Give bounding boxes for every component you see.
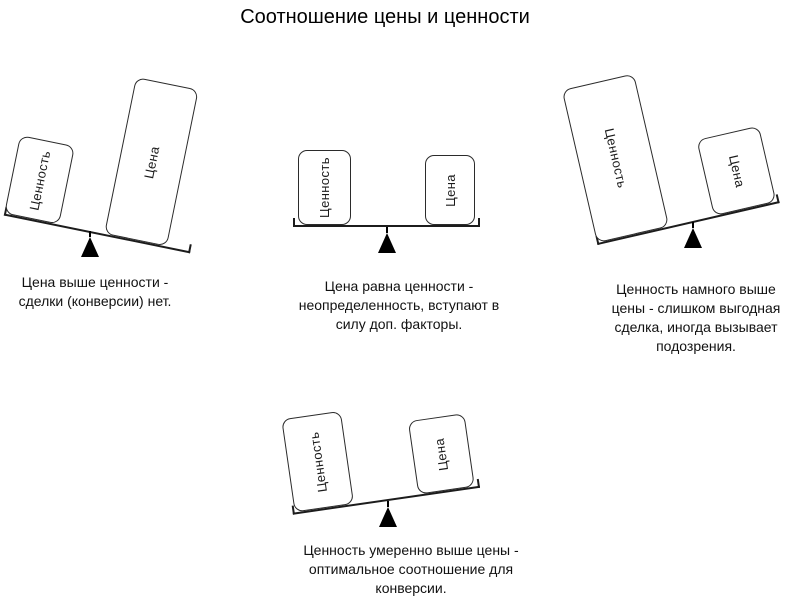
caption-line: цены - слишком выгодная xyxy=(611,300,781,316)
fulcrum-stem xyxy=(387,501,389,507)
fulcrum-triangle-icon xyxy=(378,233,396,253)
price-label: Цена xyxy=(442,173,458,207)
value-label: Ценность xyxy=(26,148,53,212)
caption-value-moderately-above-price: Ценность умеренно выше цены - оптимально… xyxy=(266,541,556,597)
price-block: Цена xyxy=(407,413,475,495)
price-block: Цена xyxy=(425,155,475,225)
fulcrum-stem xyxy=(386,227,388,233)
price-block: Цена xyxy=(696,125,777,217)
value-label: Ценность xyxy=(601,126,630,190)
caption-line: подозрения. xyxy=(656,338,736,354)
caption-line: неопределенность, вступают в xyxy=(298,297,500,313)
value-block: Ценность xyxy=(4,135,75,225)
value-block: Ценность xyxy=(281,410,355,513)
diagram-title: Соотношение цены и ценности xyxy=(240,6,530,28)
caption-price-above-value: Цена выше ценности - сделки (конверсии) … xyxy=(0,273,190,311)
price-label: Цена xyxy=(725,153,748,189)
value-block: Ценность xyxy=(298,150,351,225)
caption-line: оптимальное соотношение для xyxy=(308,561,514,577)
scale-price-above-value: Ценность Цена xyxy=(3,54,223,254)
caption-price-equals-value: Цена равна ценности - неопределенность, … xyxy=(270,277,528,334)
price-label: Цена xyxy=(140,144,163,180)
scale-value-moderately-above-price: Ценность Цена xyxy=(279,393,481,515)
caption-value-far-above-price: Ценность намного выше цены - слишком выг… xyxy=(586,280,790,356)
caption-line: силу доп. факторы. xyxy=(335,316,463,332)
price-label: Цена xyxy=(431,436,452,472)
fulcrum-stem xyxy=(89,231,91,237)
balance-beam xyxy=(293,218,480,227)
caption-line: Цена выше ценности - xyxy=(21,274,169,290)
price-block: Цена xyxy=(104,77,199,247)
caption-line: Ценность намного выше xyxy=(616,281,776,297)
value-label: Ценность xyxy=(305,430,330,493)
value-block: Ценность xyxy=(561,73,670,244)
caption-line: сделка, иногда вызывает xyxy=(614,319,778,335)
caption-line: Ценность умеренно выше цены - xyxy=(303,542,519,558)
caption-line: сделки (конверсии) нет. xyxy=(18,293,172,309)
fulcrum-triangle-icon xyxy=(379,507,397,527)
caption-line: Цена равна ценности - xyxy=(324,278,474,294)
scale-price-equals-value: Ценность Цена xyxy=(293,150,480,227)
scale-value-far-above-price: Ценность Цена xyxy=(561,47,780,246)
fulcrum-triangle-icon xyxy=(81,237,99,257)
caption-line: конверсии. xyxy=(375,580,447,596)
fulcrum-stem xyxy=(692,222,694,228)
value-label: Ценность xyxy=(317,157,332,218)
fulcrum-triangle-icon xyxy=(684,228,702,248)
